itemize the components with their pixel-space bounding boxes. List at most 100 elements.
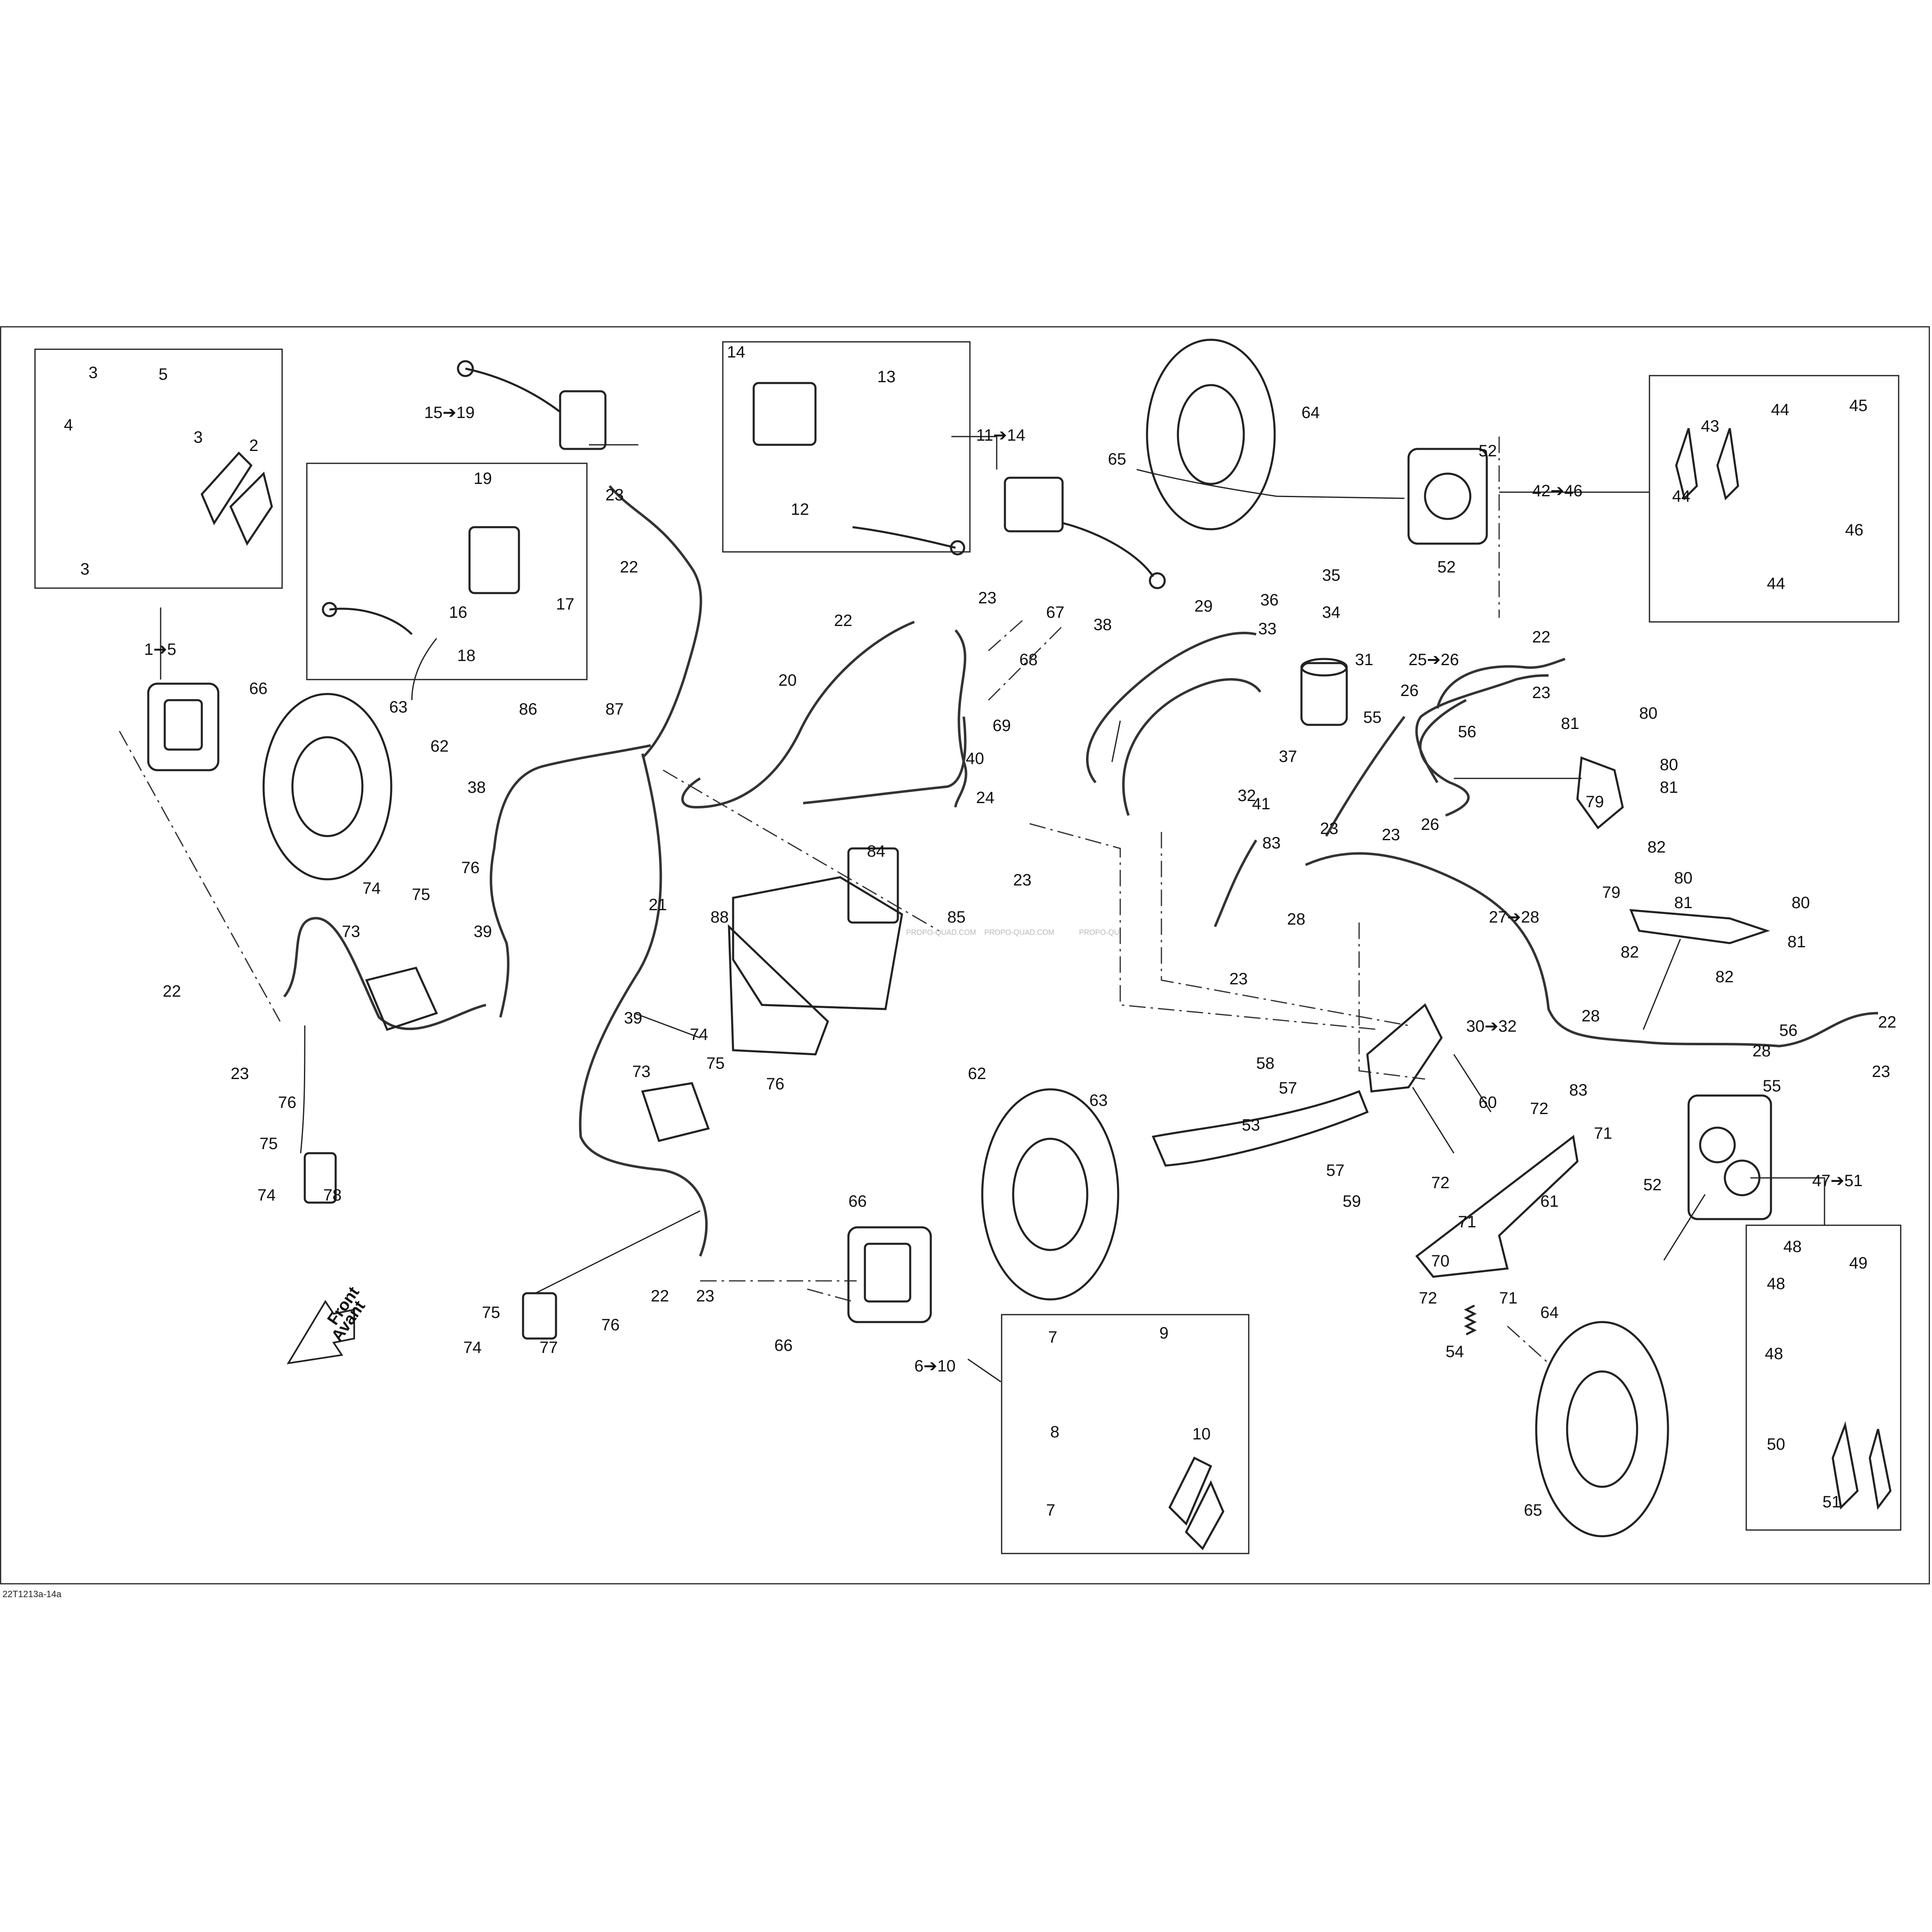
brake-pads-rear-left [1832, 1421, 1892, 1510]
callout-c74b: 74 [690, 1026, 708, 1044]
callout-c42to46: 42➔46 [1532, 482, 1583, 500]
callout-c5: 5 [159, 365, 168, 383]
callout-c40: 40 [966, 750, 984, 768]
callout-c7b: 7 [1046, 1501, 1055, 1519]
watermark-2: PROPO-QUAD.COM [984, 928, 1054, 937]
callout-c64a: 64 [1301, 404, 1320, 422]
callout-c23a: 23 [605, 486, 624, 504]
callout-c4: 4 [64, 416, 73, 434]
callout-c26b: 26 [1421, 815, 1439, 834]
callout-c19: 19 [474, 470, 492, 488]
callout-c45: 45 [1849, 397, 1868, 415]
callout-c67: 67 [1046, 603, 1065, 621]
callout-c80d: 80 [1792, 894, 1810, 912]
callout-c22c: 22 [1532, 628, 1551, 646]
callout-c88: 88 [710, 908, 729, 926]
callout-c34: 34 [1322, 603, 1341, 621]
callout-c81c: 81 [1674, 894, 1693, 912]
callout-c77: 77 [540, 1339, 558, 1357]
brake-pads-front-left [201, 451, 273, 546]
caliper-front-right [847, 1226, 932, 1323]
callout-c51: 51 [1822, 1493, 1841, 1511]
callout-c52c: 52 [1643, 1176, 1662, 1194]
callout-c3b: 3 [194, 428, 203, 446]
callout-c72b: 72 [1431, 1174, 1450, 1192]
brake-lever-inset-right [752, 382, 965, 556]
callout-c30to32: 30➔32 [1466, 1017, 1517, 1035]
callout-c66c: 66 [774, 1336, 793, 1355]
callout-c23i: 23 [1872, 1063, 1890, 1081]
callout-c52a: 52 [1479, 442, 1497, 460]
callout-c15to19: 15➔19 [424, 404, 475, 422]
callout-c81d: 81 [1787, 933, 1806, 951]
callout-c22f: 22 [651, 1287, 669, 1305]
callout-c38a: 38 [1093, 616, 1112, 634]
callout-c74d: 74 [463, 1339, 482, 1357]
callout-c76a: 76 [461, 859, 480, 877]
callout-c57b: 57 [1326, 1161, 1345, 1180]
brake-pedal [1152, 1090, 1369, 1167]
callout-c80b: 80 [1660, 756, 1678, 774]
wheel-speed-sensor-2 [522, 1292, 557, 1340]
inset-box-front-right-caliper [1001, 1314, 1250, 1554]
return-spring [1464, 1304, 1477, 1336]
callout-c75d: 75 [482, 1304, 500, 1322]
rear-master-cylinder-body [1366, 1003, 1443, 1093]
callout-c37: 37 [1279, 748, 1297, 766]
callout-c11to14: 11➔14 [976, 426, 1026, 444]
callout-c63a: 63 [389, 698, 408, 716]
callout-c44b: 44 [1672, 487, 1691, 505]
callout-c29: 29 [1194, 597, 1213, 615]
callout-c62b: 62 [968, 1065, 986, 1083]
callout-c72c: 72 [1419, 1289, 1437, 1307]
callout-c76b: 76 [766, 1075, 785, 1093]
callout-c39b: 39 [624, 1009, 642, 1027]
callout-c82c: 82 [1715, 968, 1734, 986]
callout-c41: 41 [1252, 795, 1271, 813]
brake-disc-front-right [981, 1088, 1119, 1301]
callout-c23e: 23 [231, 1065, 249, 1083]
callout-c69: 69 [993, 717, 1011, 735]
callout-c25to26: 25➔26 [1409, 651, 1459, 669]
callout-c14: 14 [727, 343, 745, 361]
rear-bracket-lower [1629, 909, 1770, 944]
callout-c75b: 75 [706, 1054, 725, 1072]
inset-box-rear-left-caliper [1745, 1224, 1902, 1531]
caliper-rear-right [1407, 448, 1488, 545]
brake-disc-front-left [262, 693, 392, 881]
callout-c74c: 74 [257, 1186, 276, 1204]
callout-c80c: 80 [1674, 869, 1693, 887]
callout-c48b: 48 [1767, 1275, 1785, 1293]
callout-c28c: 28 [1752, 1042, 1771, 1060]
master-cylinder-left [457, 360, 607, 450]
callout-c81b: 81 [1660, 778, 1678, 797]
callout-c79b: 79 [1602, 883, 1621, 902]
callout-c61: 61 [1540, 1192, 1559, 1210]
callout-c71a: 71 [1594, 1124, 1612, 1142]
callout-c22e: 22 [1878, 1013, 1897, 1031]
callout-c66a: 66 [249, 680, 268, 698]
callout-c18: 18 [457, 647, 476, 665]
callout-c44a: 44 [1771, 401, 1789, 419]
callout-c81a: 81 [1561, 715, 1579, 733]
callout-c1to5: 1➔5 [144, 640, 176, 659]
callout-c47to51: 47➔51 [1812, 1172, 1863, 1190]
callout-c46: 46 [1845, 521, 1864, 539]
callout-c31: 31 [1355, 651, 1374, 669]
rear-bracket-upper [1576, 756, 1624, 829]
callout-c22d: 22 [163, 982, 181, 1000]
callout-c9: 9 [1159, 1324, 1168, 1342]
callout-c53: 53 [1242, 1116, 1260, 1134]
abs-module [732, 847, 903, 1010]
inset-box-front-left-caliper [34, 348, 283, 589]
callout-c16: 16 [449, 603, 467, 621]
callout-c76d: 76 [601, 1316, 620, 1334]
callout-c75a: 75 [412, 885, 430, 904]
callout-c33: 33 [1258, 620, 1277, 638]
callout-c84: 84 [867, 842, 885, 860]
reference-lines [119, 437, 1549, 1364]
brake-disc-top-center [1146, 339, 1276, 530]
callout-c66b: 66 [848, 1192, 867, 1210]
callout-c87: 87 [605, 700, 624, 718]
